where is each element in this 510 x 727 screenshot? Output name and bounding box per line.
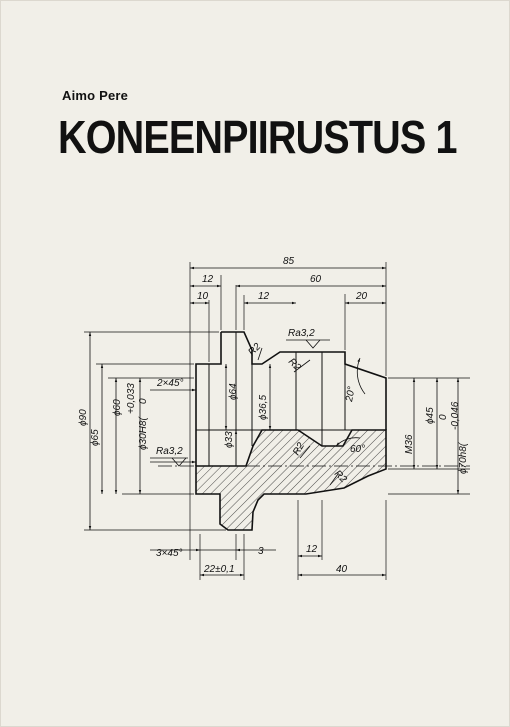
phi-64: ϕ64 — [228, 383, 239, 400]
phi-30-h8: ϕ30H8( — [138, 416, 149, 450]
dim-3: 3 — [258, 546, 264, 557]
dim-12-bottom: 12 — [306, 544, 318, 555]
dim-10: 10 — [197, 291, 209, 302]
phi-90: ϕ90 — [78, 409, 89, 426]
ra-top: Ra3,2 — [288, 328, 315, 339]
phi-70-h8: ϕ70h8( — [458, 441, 469, 474]
phi-60: ϕ60 — [112, 399, 123, 416]
dim-20: 20 — [355, 291, 368, 302]
dim-12-top: 12 — [202, 274, 214, 285]
tol-30-upper: +0,033 — [126, 383, 137, 414]
dim-40: 40 — [336, 564, 348, 575]
angle-60: 60° — [350, 444, 365, 455]
tol-70-lower: -0,046 — [450, 401, 461, 430]
book-title: KONEENPIIRUSTUS 1 — [58, 111, 457, 163]
m36: M36 — [404, 434, 415, 454]
phi-45: ϕ45 — [425, 407, 436, 424]
chamfer-3x45: 3×45° — [156, 548, 183, 559]
tol-70-upper: 0 — [438, 414, 449, 420]
dimension-texts: 85 12 60 10 12 20 Ra3,2 R2 R2 R2 R2 2×45… — [78, 256, 469, 575]
angle-20: 20° — [344, 386, 358, 404]
chamfer-2x45: 2×45° — [156, 378, 184, 389]
extension-lines — [84, 262, 470, 580]
author-name: Aimo Pere — [62, 88, 129, 103]
dim-85: 85 — [283, 256, 295, 267]
dim-60: 60 — [310, 274, 322, 285]
phi-33: ϕ33 — [224, 431, 235, 448]
r2-label-b: R2 — [286, 356, 303, 373]
dimension-lines — [88, 266, 460, 577]
phi-36-5: ϕ36,5 — [258, 395, 269, 420]
part-outline — [195, 331, 387, 469]
dim-22: 22±0,1 — [203, 564, 235, 575]
dim-12-mid: 12 — [258, 291, 270, 302]
ra-left: Ra3,2 — [156, 446, 183, 457]
tol-30-lower: 0 — [138, 398, 149, 404]
phi-65: ϕ65 — [90, 429, 101, 446]
